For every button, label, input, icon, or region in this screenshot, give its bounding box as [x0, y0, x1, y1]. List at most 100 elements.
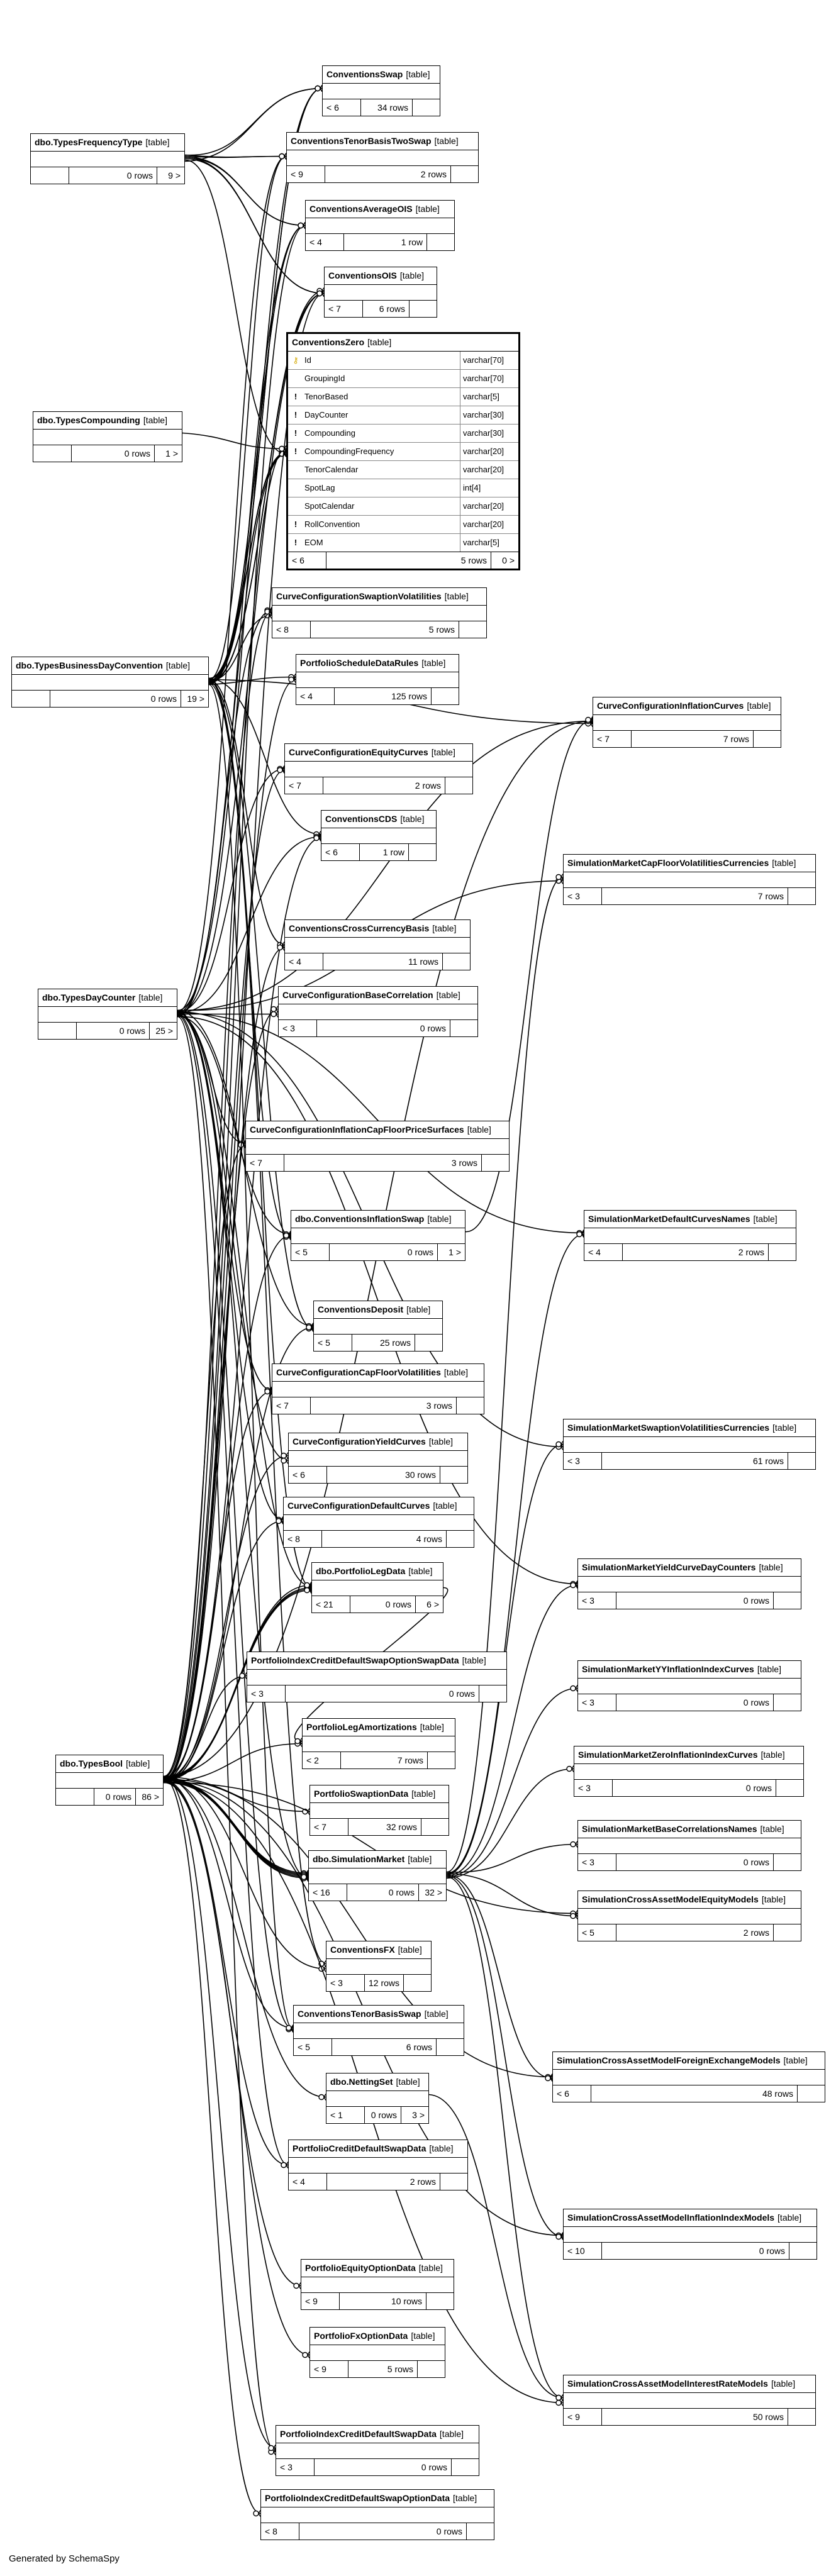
children-count[interactable]: 6 >	[415, 1596, 443, 1613]
children-count[interactable]	[481, 1155, 509, 1171]
children-count[interactable]	[431, 688, 459, 704]
children-count[interactable]	[446, 1531, 474, 1547]
children-count[interactable]	[466, 2523, 494, 2540]
table-header[interactable]: ConventionsOIS[table]	[325, 267, 437, 285]
parents-count[interactable]: < 3	[282, 1023, 295, 1033]
table-name[interactable]: dbo.ConventionsInflationSwap	[295, 1214, 425, 1224]
children-count[interactable]: 1 >	[154, 445, 182, 462]
parents-count[interactable]: < 3	[578, 1783, 591, 1793]
table-header[interactable]: ConventionsAverageOIS[table]	[306, 201, 454, 218]
children-count[interactable]	[440, 2174, 467, 2190]
table-name[interactable]: SimulationMarketDefaultCurvesNames	[588, 1214, 750, 1224]
parents-count[interactable]: < 5	[318, 1338, 330, 1348]
children-count[interactable]	[773, 1924, 801, 1941]
children-count[interactable]	[426, 234, 454, 250]
parents-count[interactable]	[31, 167, 69, 184]
table-piCDSOptionData[interactable]: PortfolioIndexCreditDefaultSwapOptionDat…	[260, 2489, 494, 2540]
table-name[interactable]: PortfolioEquityOptionData	[305, 2263, 416, 2273]
table-name[interactable]: ConventionsTenorBasisSwap	[298, 2009, 421, 2019]
table-name[interactable]: CurveConfigurationDefaultCurves	[287, 1501, 430, 1511]
table-header[interactable]: dbo.ConventionsInflationSwap[table]	[291, 1211, 465, 1228]
table-header[interactable]: SimulationMarketCapFloorVolatilitiesCurr…	[564, 855, 815, 872]
table-name[interactable]: dbo.TypesBool	[60, 1758, 123, 1768]
parents-count[interactable]: < 4	[289, 957, 301, 967]
children-count[interactable]	[768, 1244, 796, 1260]
children-count[interactable]	[773, 1592, 801, 1609]
parents-count[interactable]: < 6	[557, 2089, 569, 2099]
table-name[interactable]: CurveConfigurationEquityCurves	[289, 747, 428, 757]
children-count[interactable]	[797, 2085, 825, 2102]
parents-count[interactable]: < 6	[292, 555, 304, 565]
children-count[interactable]	[426, 2293, 454, 2309]
children-count[interactable]: 25 >	[149, 1023, 177, 1039]
table-name[interactable]: ConventionsAverageOIS	[309, 204, 413, 214]
parents-count[interactable]: < 3	[582, 1857, 594, 1867]
table-name[interactable]: ConventionsCDS	[325, 814, 398, 824]
table-header[interactable]: ConventionsTenorBasisTwoSwap[table]	[287, 133, 478, 150]
table-header[interactable]: SimulationCrossAssetModelInterestRateMod…	[564, 2375, 815, 2393]
table-header[interactable]: PortfolioFxOptionData[table]	[310, 2328, 445, 2345]
table-header[interactable]: ConventionsDeposit[table]	[314, 1301, 442, 1319]
children-count[interactable]	[451, 2459, 479, 2475]
table-name[interactable]: SimulationMarketCapFloorVolatilitiesCurr…	[567, 858, 769, 868]
table-name[interactable]: PortfolioLegAmortizations	[306, 1722, 417, 1732]
children-count[interactable]	[773, 1694, 801, 1711]
table-smZeroInflationIndexCurves[interactable]: SimulationMarketZeroInflationIndexCurves…	[574, 1746, 804, 1797]
children-count[interactable]	[440, 1467, 467, 1483]
parents-count[interactable]: < 5	[582, 1928, 594, 1938]
children-count[interactable]	[417, 2361, 445, 2377]
children-count[interactable]	[436, 2039, 464, 2055]
table-header[interactable]: dbo.TypesCompounding[table]	[33, 412, 182, 430]
parents-count[interactable]: < 3	[582, 1697, 594, 1707]
children-count[interactable]	[479, 1685, 506, 1702]
table-name[interactable]: dbo.TypesFrequencyType	[35, 137, 143, 147]
parents-count[interactable]: < 6	[326, 103, 339, 113]
table-name[interactable]: CurveConfigurationInflationCurves	[597, 701, 744, 711]
table-name[interactable]: dbo.PortfolioLegData	[316, 1566, 406, 1576]
parents-count[interactable]	[33, 445, 71, 462]
table-name[interactable]: PortfolioIndexCreditDefaultSwapOptionDat…	[265, 2493, 450, 2503]
parents-count[interactable]: < 21	[316, 1599, 333, 1609]
children-count[interactable]	[442, 953, 470, 970]
table-name[interactable]: PortfolioIndexCreditDefaultSwapData	[280, 2429, 437, 2439]
table-header[interactable]: dbo.TypesBool[table]	[56, 1755, 163, 1773]
table-name[interactable]: CurveConfigurationCapFloorVolatilities	[276, 1367, 441, 1377]
table-smYYInflationIndexCurves[interactable]: SimulationMarketYYInflationIndexCurves[t…	[577, 1660, 801, 1711]
parents-count[interactable]: < 4	[588, 1247, 601, 1257]
table-name[interactable]: ConventionsDeposit	[318, 1304, 404, 1314]
table-name[interactable]: SimulationCrossAssetModelEquityModels	[582, 1894, 759, 1904]
table-portfolioCDSData[interactable]: PortfolioCreditDefaultSwapData[table]< 4…	[288, 2140, 468, 2190]
table-piCDSOptionSwapData[interactable]: PortfolioIndexCreditDefaultSwapOptionSwa…	[247, 1652, 507, 1702]
table-ccEquityCurves[interactable]: CurveConfigurationEquityCurves[table]< 7…	[284, 743, 473, 794]
parents-count[interactable]: < 9	[314, 2364, 326, 2374]
table-header[interactable]: SimulationCrossAssetModelForeignExchange…	[553, 2052, 825, 2070]
table-name[interactable]: CurveConfigurationBaseCorrelation	[282, 990, 433, 1000]
parents-count[interactable]: < 6	[325, 847, 338, 857]
children-count[interactable]: 86 >	[135, 1789, 163, 1805]
table-header[interactable]: dbo.PortfolioLegData[table]	[312, 1563, 443, 1580]
table-name[interactable]: PortfolioCreditDefaultSwapData	[293, 2143, 426, 2153]
table-name[interactable]: PortfolioIndexCreditDefaultSwapOptionSwa…	[251, 1655, 459, 1665]
table-header[interactable]: ConventionsTenorBasisSwap[table]	[294, 2006, 464, 2023]
parents-count[interactable]: < 5	[295, 1247, 308, 1257]
children-count[interactable]	[445, 777, 472, 794]
table-header[interactable]: CurveConfigurationCapFloorVolatilities[t…	[272, 1364, 484, 1382]
table-ccBaseCorrelation[interactable]: CurveConfigurationBaseCorrelation[table]…	[278, 986, 478, 1037]
children-count[interactable]	[788, 888, 815, 904]
table-header[interactable]: PortfolioIndexCreditDefaultSwapOptionSwa…	[247, 1652, 506, 1670]
